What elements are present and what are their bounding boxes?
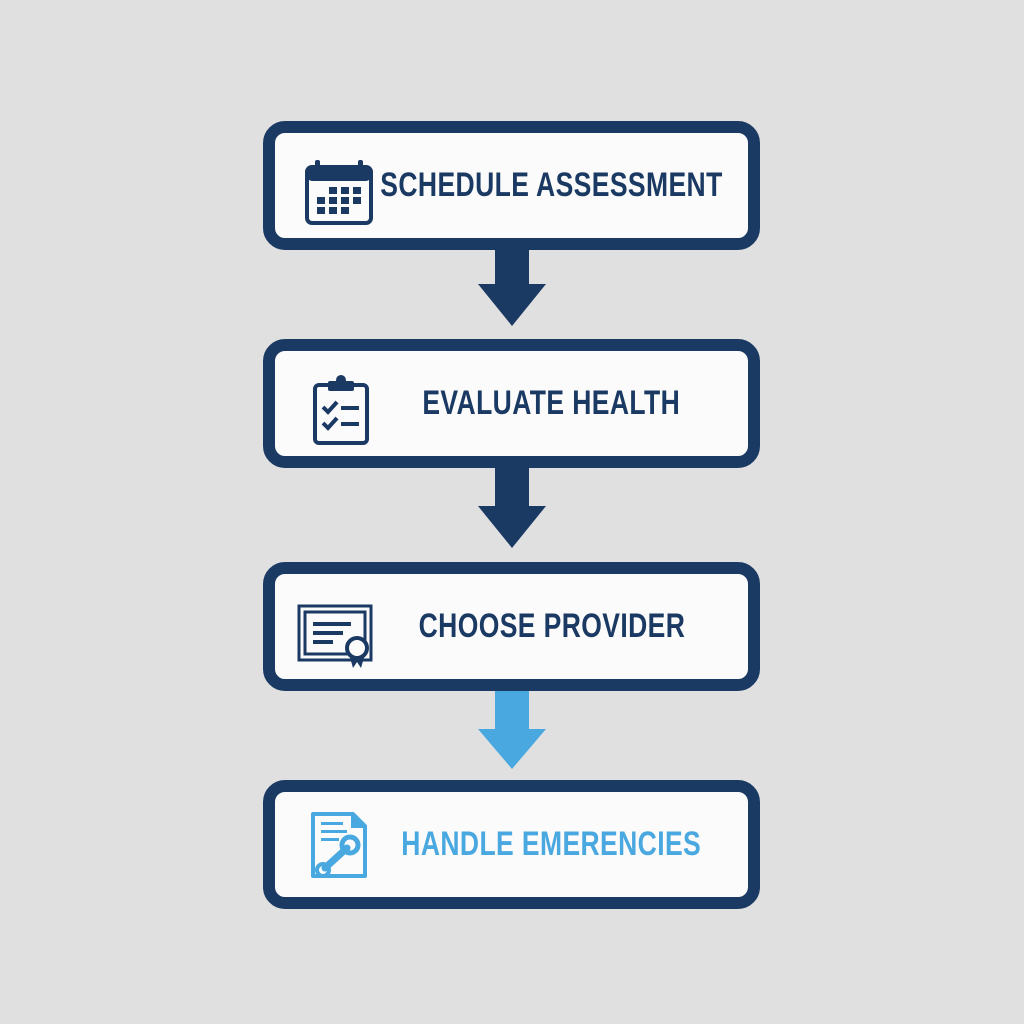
step-label: EVALUATE HEALTH: [422, 384, 681, 422]
step-label: HANDLE EMERENCIES: [401, 825, 702, 863]
arrow-down-icon: [478, 250, 546, 326]
certificate-icon: [297, 604, 373, 668]
document-wrench-icon: [311, 812, 367, 878]
clipboard-checklist-icon: [313, 375, 369, 445]
arrow-down-icon: [478, 691, 546, 769]
step-label: CHOOSE PROVIDER: [418, 607, 685, 645]
step-schedule-assessment: SCHEDULE ASSESSMENT: [263, 121, 760, 250]
step-handle-emergencies: HANDLE EMERENCIES: [263, 780, 760, 909]
step-choose-provider: CHOOSE PROVIDER: [263, 562, 760, 691]
arrow-down-icon: [478, 468, 546, 548]
calendar-icon: [305, 160, 373, 225]
step-label: SCHEDULE ASSESSMENT: [380, 166, 723, 204]
step-evaluate-health: EVALUATE HEALTH: [263, 339, 760, 468]
